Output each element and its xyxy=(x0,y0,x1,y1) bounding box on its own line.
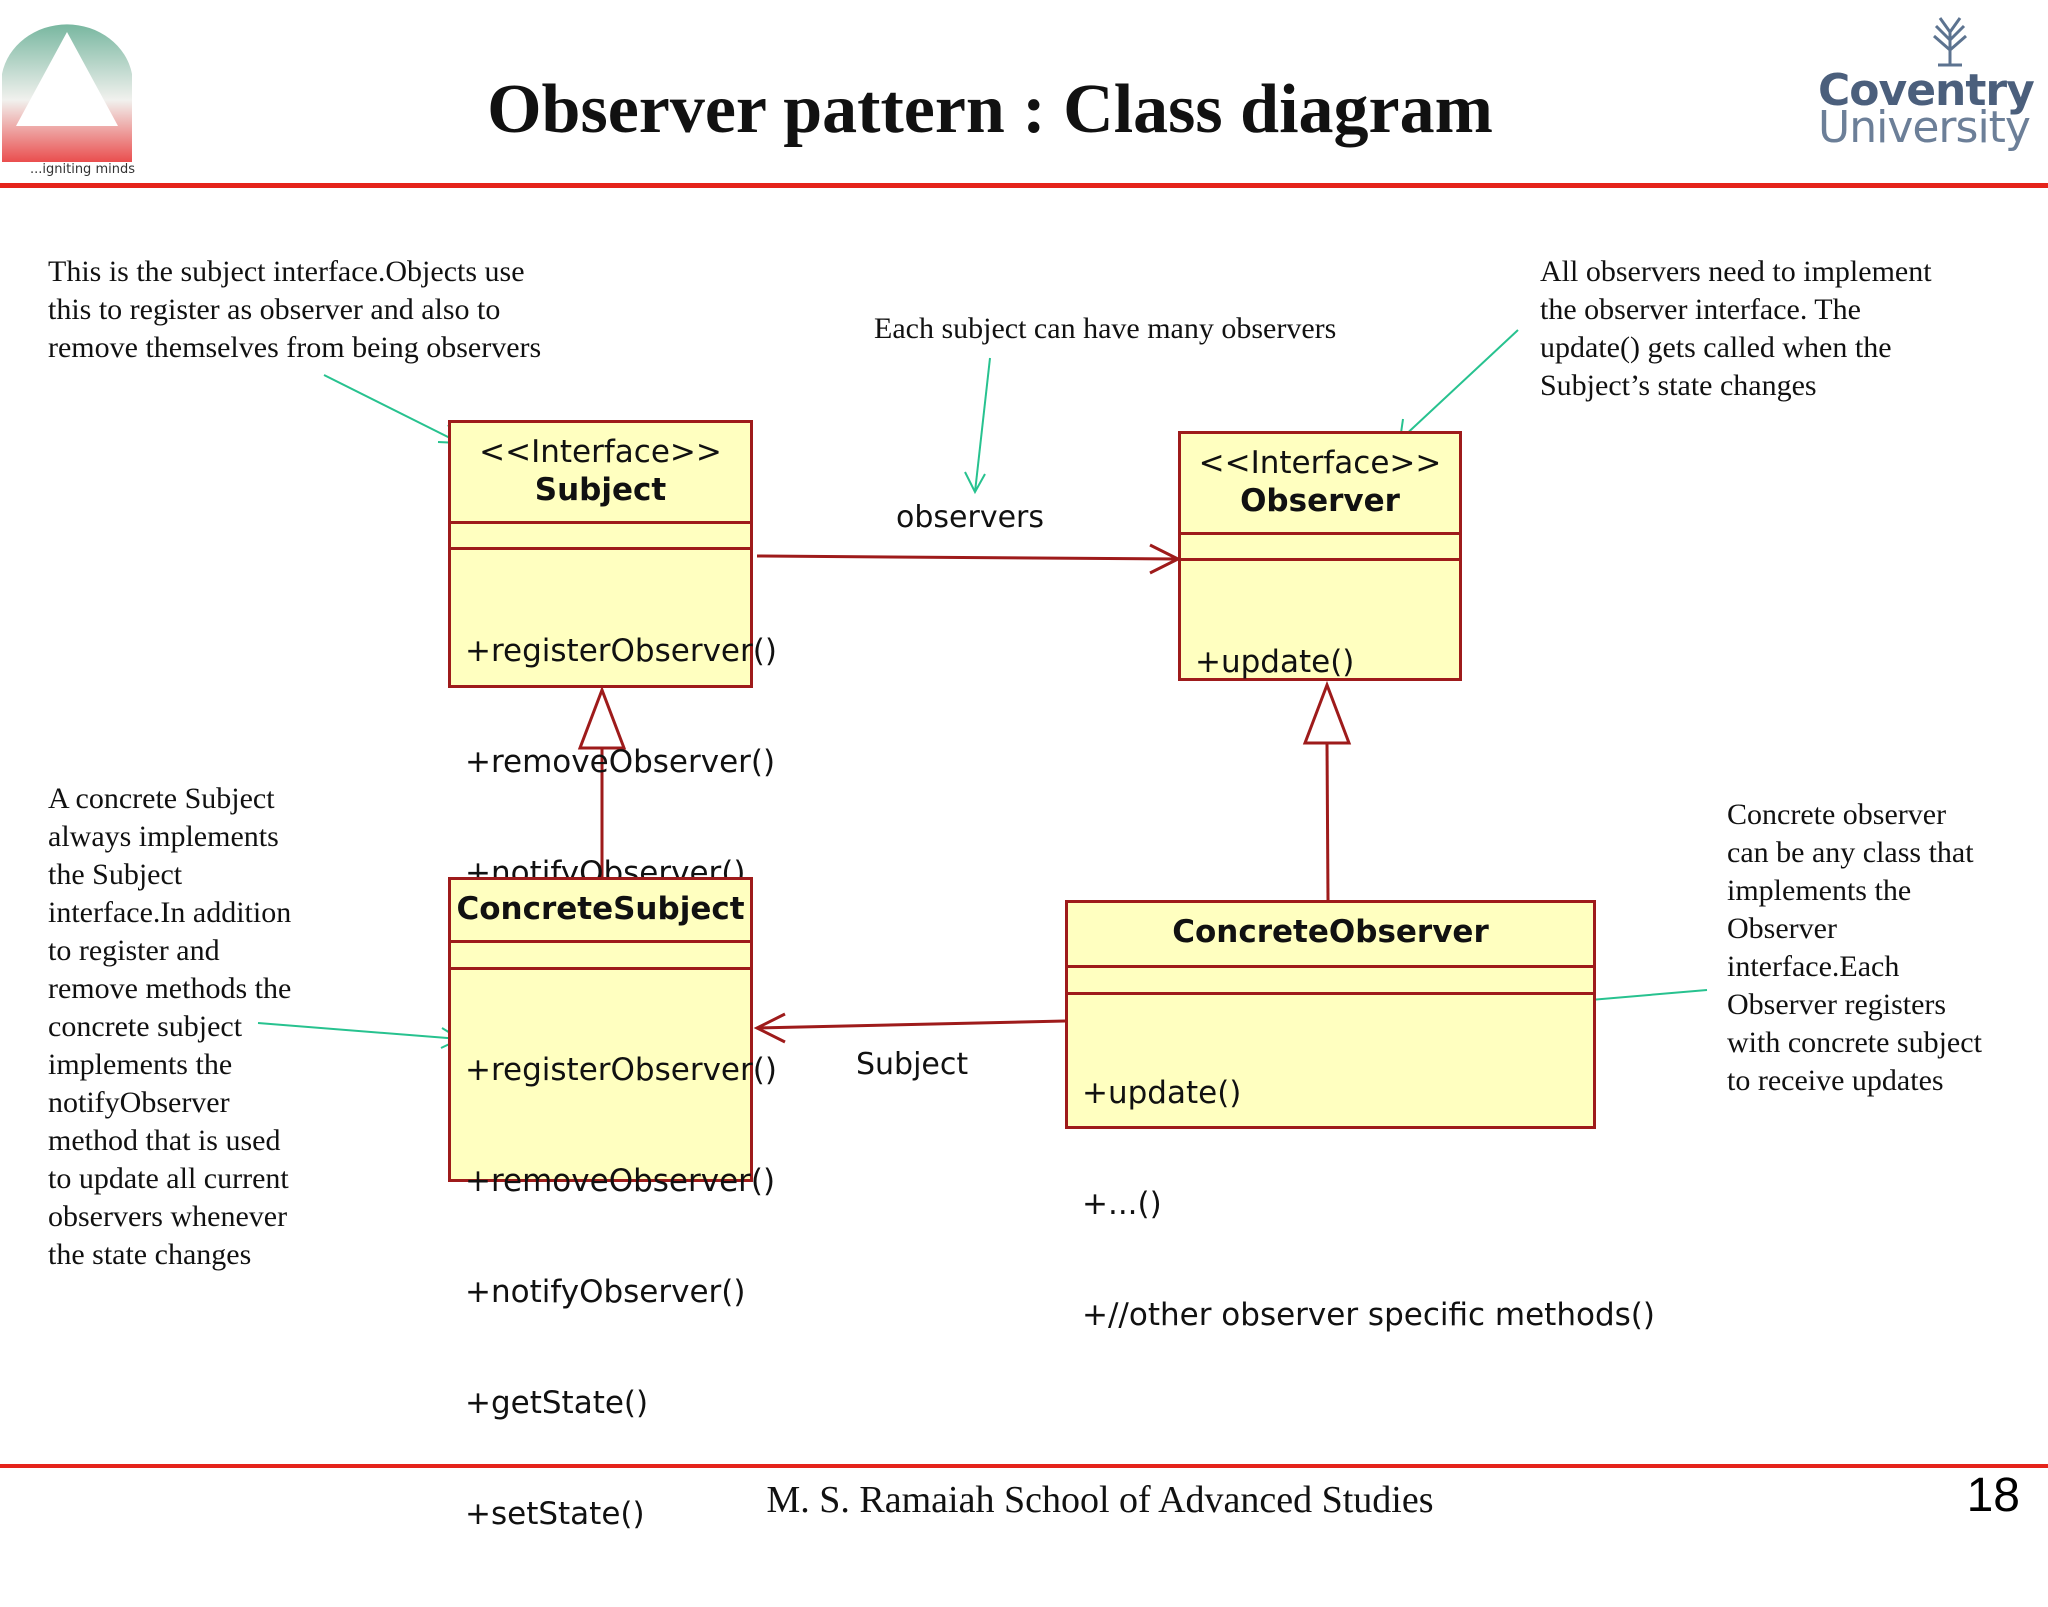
note-line: All observers need to implement xyxy=(1540,255,1932,288)
pointer-arrow-concrete-subject xyxy=(257,1022,461,1040)
pointer-arrowhead-many-observers xyxy=(964,471,986,495)
logo-tagline: ...igniting minds xyxy=(30,162,135,177)
subject-association-label: Subject xyxy=(856,1047,969,1082)
note-line: Observer registers xyxy=(1727,988,1947,1021)
page-title: Observer pattern : Class diagram xyxy=(487,71,1493,148)
note-line: remove methods the xyxy=(48,972,292,1005)
note-line: Subject’s state changes xyxy=(1540,369,1817,402)
diagram-connectors xyxy=(257,329,1708,1049)
class-observer-divider xyxy=(1178,558,1462,561)
pointer-arrow-many-observers xyxy=(974,357,991,493)
class-concrete-subject[interactable]: ConcreteSubject +registerObserver() +rem… xyxy=(448,877,777,1532)
coventry-crest-icon xyxy=(1933,17,1967,67)
operation: +...() xyxy=(1082,1186,1162,1222)
class-concrete-subject-divider xyxy=(448,940,753,943)
class-subject-name: Subject xyxy=(534,472,667,508)
class-concrete-observer-operations: +update() +...() +//other observer speci… xyxy=(1082,1001,1655,1408)
note-line: to register and xyxy=(48,934,220,967)
page-number: 18 xyxy=(1966,1469,2020,1522)
note-line: observers whenever xyxy=(48,1200,288,1233)
header-rule xyxy=(0,183,2048,188)
ramaiah-logo: ...igniting minds xyxy=(0,14,135,179)
note-line: update() gets called when the xyxy=(1540,331,1892,364)
class-concrete-observer-name: ConcreteObserver xyxy=(1172,914,1489,950)
coventry-logo: Coventry University xyxy=(1800,10,2035,160)
subject-association-line xyxy=(756,1019,1066,1030)
operation: +notifyObserver() xyxy=(465,1274,746,1310)
note-line: to receive updates xyxy=(1727,1064,1944,1097)
note-line: interface.Each xyxy=(1727,950,1900,983)
class-observer-operations: +update() xyxy=(1195,570,1354,755)
class-observer-stereotype: <<Interface>> xyxy=(1198,445,1442,481)
class-observer-name: Observer xyxy=(1240,483,1400,519)
operation: +setState() xyxy=(465,1496,645,1532)
class-concrete-observer-divider xyxy=(1065,965,1596,968)
note-line: This is the subject interface.Objects us… xyxy=(48,255,525,288)
operation: +getState() xyxy=(465,1385,649,1421)
class-concrete-observer-header: ConcreteObserver xyxy=(1068,913,1593,951)
operation: +update() xyxy=(1082,1075,1242,1111)
class-subject-stereotype: <<Interface>> xyxy=(479,434,722,470)
class-concrete-subject-operations: +registerObserver() +removeObserver() +n… xyxy=(465,978,777,1607)
note-many-observers: Each subject can have many observers xyxy=(874,310,1336,348)
observers-association-line xyxy=(756,554,1179,561)
class-observer[interactable]: <<Interface>> Observer +update() xyxy=(1178,431,1462,681)
operation: +//other observer specific methods() xyxy=(1082,1297,1655,1333)
operation: +registerObserver() xyxy=(465,1052,777,1088)
note-line: Observer xyxy=(1727,912,1837,945)
class-concrete-observer[interactable]: ConcreteObserver +update() +...() +//oth… xyxy=(1065,900,1655,1333)
note-observer-interface: All observers need to implement the obse… xyxy=(1540,253,1932,405)
note-line: to update all current xyxy=(48,1162,289,1195)
footer-institution: M. S. Ramaiah School of Advanced Studies xyxy=(766,1479,1434,1521)
class-concrete-subject-name: ConcreteSubject xyxy=(456,891,745,927)
note-line: remove themselves from being observers xyxy=(48,331,542,364)
note-line: the observer interface. The xyxy=(1540,293,1861,326)
operation: +update() xyxy=(1195,644,1355,680)
class-subject-header: <<Interface>> Subject xyxy=(451,433,750,509)
pointer-arrow-subject-interface xyxy=(323,374,461,444)
operation: +removeObserver() xyxy=(465,744,776,780)
note-line: with concrete subject xyxy=(1727,1026,1982,1059)
note-line: this to register as observer and also to xyxy=(48,293,501,326)
class-observer-header: <<Interface>> Observer xyxy=(1181,444,1459,520)
operation: +registerObserver() xyxy=(465,633,777,669)
note-line: concrete subject xyxy=(48,1010,243,1043)
coventry-wordmark-line1: Coventry xyxy=(1818,65,2035,116)
note-line: the state changes xyxy=(48,1238,252,1271)
class-concrete-subject-header: ConcreteSubject xyxy=(451,890,750,928)
note-line: method that is used xyxy=(48,1124,281,1157)
observer-realization-line xyxy=(1325,742,1330,901)
observer-realization-triangle xyxy=(1302,680,1352,745)
note-line: interface.In addition xyxy=(48,896,292,929)
coventry-wordmark-line2: University xyxy=(1818,102,2031,153)
footer-rule xyxy=(0,1464,2048,1468)
class-subject-divider xyxy=(448,547,753,550)
ramaiah-logo-mark xyxy=(2,24,132,162)
note-line: Concrete observer xyxy=(1727,798,1947,831)
class-concrete-observer-divider xyxy=(1065,992,1596,995)
class-observer-divider xyxy=(1178,532,1462,535)
class-subject[interactable]: <<Interface>> Subject +registerObserver(… xyxy=(448,420,777,891)
subject-realization-triangle xyxy=(577,685,627,750)
note-line: implements the xyxy=(1727,874,1912,907)
note-concrete-subject: A concrete Subject always implements the… xyxy=(48,780,291,1274)
subject-association-arrowhead xyxy=(753,1012,786,1044)
pointer-arrow-observer-interface xyxy=(1399,329,1519,441)
note-line: A concrete Subject xyxy=(48,782,275,815)
operation: +removeObserver() xyxy=(465,1163,776,1199)
note-concrete-observer: Concrete observer can be any class that … xyxy=(1727,796,1982,1100)
note-line: always implements xyxy=(48,820,279,853)
class-subject-divider xyxy=(448,521,753,524)
note-line: Each subject can have many observers xyxy=(874,312,1337,345)
note-line: the Subject xyxy=(48,858,183,891)
note-line: implements the xyxy=(48,1048,233,1081)
note-subject-interface: This is the subject interface.Objects us… xyxy=(48,253,541,367)
note-line: notifyObserver xyxy=(48,1086,230,1119)
note-line: can be any class that xyxy=(1727,836,1974,869)
observers-association-label: observers xyxy=(896,500,1044,535)
class-concrete-subject-divider xyxy=(448,967,753,970)
